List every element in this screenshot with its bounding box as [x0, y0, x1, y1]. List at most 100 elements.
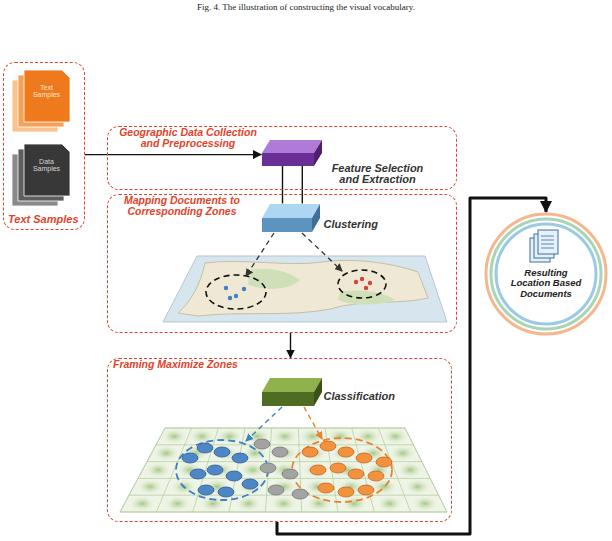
step-label: Classification [324, 391, 396, 403]
dashed-arrow [246, 407, 282, 441]
slab-shape [262, 378, 322, 406]
region-title: Mapping Documents to Corresponding Zones [113, 195, 251, 217]
data-point [197, 443, 213, 453]
data-point [226, 471, 242, 481]
data-point [282, 469, 298, 479]
data-point [254, 439, 270, 449]
document-line [541, 248, 554, 249]
grid-lines [120, 428, 447, 512]
document-label: Data Samples [27, 158, 67, 173]
result-circle: Resulting Location Based Documents [484, 212, 608, 336]
map-dot [368, 281, 372, 285]
map-dot [242, 287, 246, 291]
grid-line [120, 512, 447, 513]
data-point [338, 487, 354, 497]
data-point [338, 447, 354, 457]
stage-region: Clustering Mapping Documents to Correspon… [107, 194, 457, 333]
grid-cell-glow [397, 462, 423, 478]
grid-cell-glow [271, 496, 297, 512]
region-title: Text Samples [8, 214, 79, 226]
grid-dots [182, 439, 392, 499]
ring [491, 219, 601, 329]
cluster-ring [338, 270, 386, 298]
data-point [320, 441, 336, 451]
data-point [310, 465, 326, 475]
slab-front [262, 392, 314, 406]
connector [85, 154, 262, 155]
connector [290, 333, 291, 358]
data-point [356, 453, 372, 463]
region-title: Framing Maximize Zones [113, 359, 238, 370]
grid-cell-glow [165, 496, 191, 512]
document-icon [538, 230, 558, 254]
map-dot [360, 277, 364, 281]
slab-shape [262, 140, 322, 166]
document-shape [12, 144, 76, 206]
process-slab: Classification [262, 378, 322, 406]
grid-line [129, 495, 439, 496]
data-point [242, 479, 258, 489]
grid-cell-glow [217, 428, 243, 444]
data-point [190, 469, 206, 479]
grid-cell-glow [377, 496, 403, 512]
map-dot [354, 280, 358, 284]
data-point [376, 457, 392, 467]
grid-line [120, 428, 165, 512]
document-shape [12, 70, 76, 132]
data-point [207, 465, 223, 475]
result-label: Resulting Location Based Documents [504, 268, 588, 299]
grid-cell-glow [390, 445, 416, 461]
grid-plane [120, 428, 447, 512]
grid-cell-glow [405, 479, 431, 495]
slab-top [262, 140, 322, 153]
map-plane [163, 256, 447, 322]
dashed-arrow [302, 233, 342, 271]
slab-side [314, 140, 322, 166]
slab-front [262, 153, 314, 166]
grid-cell-glow [153, 445, 179, 461]
data-point [272, 447, 288, 457]
document-stack: Text Samples [12, 70, 76, 132]
stage-region: Feature Selection and ExtractionGeograph… [107, 126, 457, 190]
slab-top [262, 378, 322, 392]
grid-cell-glow [382, 428, 408, 444]
ring [486, 214, 606, 334]
data-point [198, 485, 214, 495]
step-label: Feature Selection and Extraction [322, 163, 434, 186]
region-title: Geographic Data Collection and Preproces… [113, 127, 263, 149]
process-slab: Clustering [262, 204, 320, 232]
document-line [541, 236, 554, 237]
data-point [232, 453, 248, 463]
stage-region: Classification Framing Maximize Zones [107, 358, 452, 522]
grid-line [156, 428, 191, 512]
grid-line [138, 478, 430, 479]
grid-cell-glow [161, 428, 187, 444]
grid-cells [129, 428, 438, 511]
slab-top [262, 204, 320, 218]
data-point [292, 489, 308, 499]
data-point [218, 487, 234, 497]
grid-cell-glow [238, 479, 264, 495]
data-point [348, 469, 364, 479]
grid-cell-glow [299, 428, 325, 444]
data-point [330, 463, 346, 473]
map-dot [224, 286, 228, 290]
document-page [24, 70, 70, 122]
grid-line [156, 444, 413, 445]
grid-line [378, 428, 410, 512]
map-dots [224, 277, 372, 300]
process-slab: Feature Selection and Extraction [262, 140, 322, 166]
document-label: Text Samples [27, 84, 67, 99]
data-point [358, 485, 374, 495]
cluster-ring [206, 275, 266, 309]
connector [283, 166, 303, 204]
grid-cell-glow [272, 428, 298, 444]
slab-shape [262, 204, 320, 232]
grid-cell-glow [137, 479, 163, 495]
input-group: Text SamplesData SamplesText Samples [3, 62, 85, 230]
grid-illustration [120, 407, 447, 512]
map-dot [364, 286, 368, 290]
slab-front [262, 218, 312, 232]
document-stack: Data Samples [12, 144, 76, 206]
